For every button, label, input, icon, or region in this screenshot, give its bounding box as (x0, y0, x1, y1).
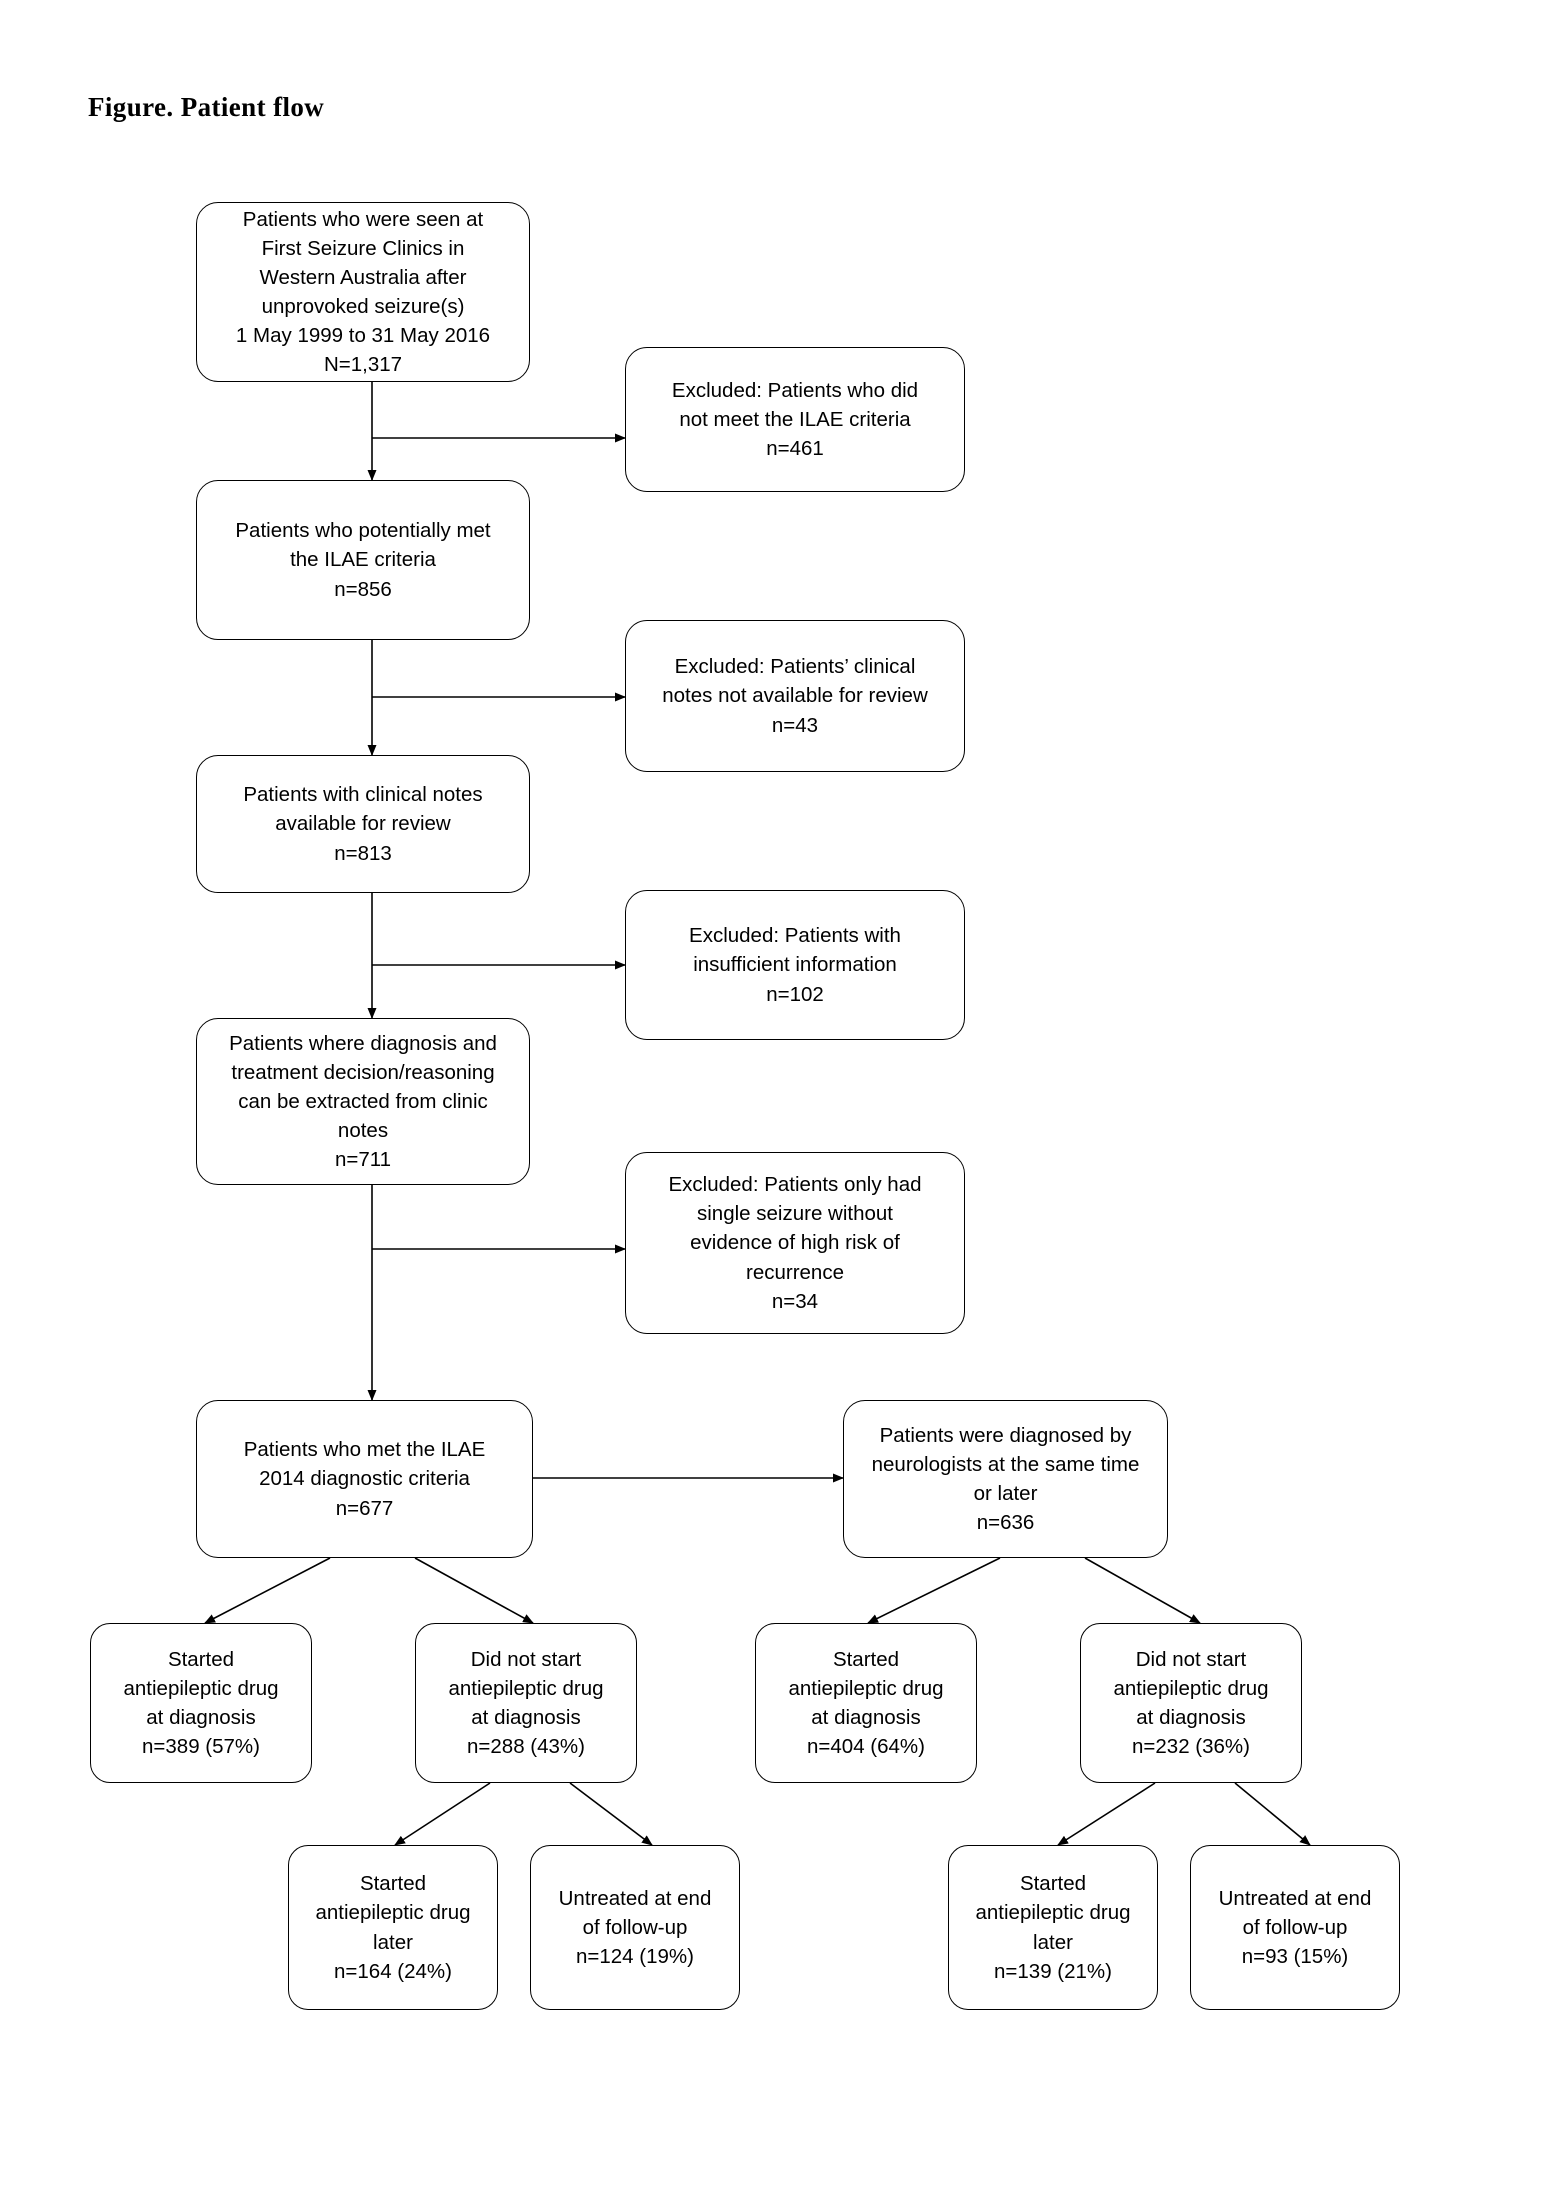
node-notes-available: Patients with clinical notes available f… (196, 755, 530, 893)
node-left-untreated-end-followup-label: Untreated at end of follow-up n=124 (19%… (558, 1886, 712, 1969)
node-right-not-started-at-diagnosis: Did not start antiepileptic drug at diag… (1080, 1623, 1302, 1783)
node-excluded-insufficient-info-label: Excluded: Patients with insufficient inf… (689, 924, 901, 1006)
node-excluded-ilae-criteria: Excluded: Patients who did not meet the … (625, 347, 965, 492)
node-excluded-insufficient-info: Excluded: Patients with insufficient inf… (625, 890, 965, 1040)
node-excluded-notes-unavailable-label: Excluded: Patients’ clinical notes not a… (662, 655, 928, 737)
node-excluded-single-seizure-label: Excluded: Patients only had single seizu… (668, 1173, 922, 1313)
node-met-ilae-2014: Patients who met the ILAE 2014 diagnosti… (196, 1400, 533, 1558)
node-excluded-single-seizure: Excluded: Patients only had single seizu… (625, 1152, 965, 1334)
node-source: Patients who were seen at First Seizure … (196, 202, 530, 382)
node-left-not-started-at-diagnosis: Did not start antiepileptic drug at diag… (415, 1623, 637, 1783)
node-left-started-at-diagnosis: Started antiepileptic drug at diagnosis … (90, 1623, 312, 1783)
node-right-untreated-end-followup: Untreated at end of follow-up n=93 (15%) (1190, 1845, 1400, 2010)
node-right-started-at-diagnosis: Started antiepileptic drug at diagnosis … (755, 1623, 977, 1783)
node-potential-ilae-label: Patients who potentially met the ILAE cr… (235, 519, 491, 601)
node-met-ilae-2014-label: Patients who met the ILAE 2014 diagnosti… (243, 1438, 486, 1520)
node-right-not-started-at-diagnosis-label: Did not start antiepileptic drug at diag… (1113, 1647, 1269, 1759)
node-left-started-at-diagnosis-label: Started antiepileptic drug at diagnosis … (123, 1647, 279, 1759)
node-left-started-later-label: Started antiepileptic drug later n=164 (… (315, 1872, 471, 1983)
node-neurologist-diagnosed-label: Patients were diagnosed by neurologists … (871, 1423, 1140, 1535)
node-right-started-later-label: Started antiepileptic drug later n=139 (… (975, 1872, 1131, 1983)
node-left-started-later: Started antiepileptic drug later n=164 (… (288, 1845, 498, 2010)
page-title: Figure. Patient flow (88, 92, 325, 122)
node-left-not-started-at-diagnosis-label: Did not start antiepileptic drug at diag… (448, 1647, 604, 1759)
node-potential-ilae: Patients who potentially met the ILAE cr… (196, 480, 530, 640)
node-extractable-label: Patients where diagnosis and treatment d… (229, 1031, 497, 1172)
node-left-untreated-end-followup: Untreated at end of follow-up n=124 (19%… (530, 1845, 740, 2010)
node-right-started-at-diagnosis-label: Started antiepileptic drug at diagnosis … (788, 1647, 944, 1759)
node-notes-available-label: Patients with clinical notes available f… (243, 783, 483, 865)
node-excluded-ilae-criteria-label: Excluded: Patients who did not meet the … (671, 378, 919, 461)
node-excluded-notes-unavailable: Excluded: Patients’ clinical notes not a… (625, 620, 965, 772)
node-neurologist-diagnosed: Patients were diagnosed by neurologists … (843, 1400, 1168, 1558)
node-extractable: Patients where diagnosis and treatment d… (196, 1018, 530, 1185)
node-source-label: Patients who were seen at First Seizure … (235, 207, 491, 377)
node-right-untreated-end-followup-label: Untreated at end of follow-up n=93 (15%) (1218, 1886, 1372, 1969)
node-right-started-later: Started antiepileptic drug later n=139 (… (948, 1845, 1158, 2010)
